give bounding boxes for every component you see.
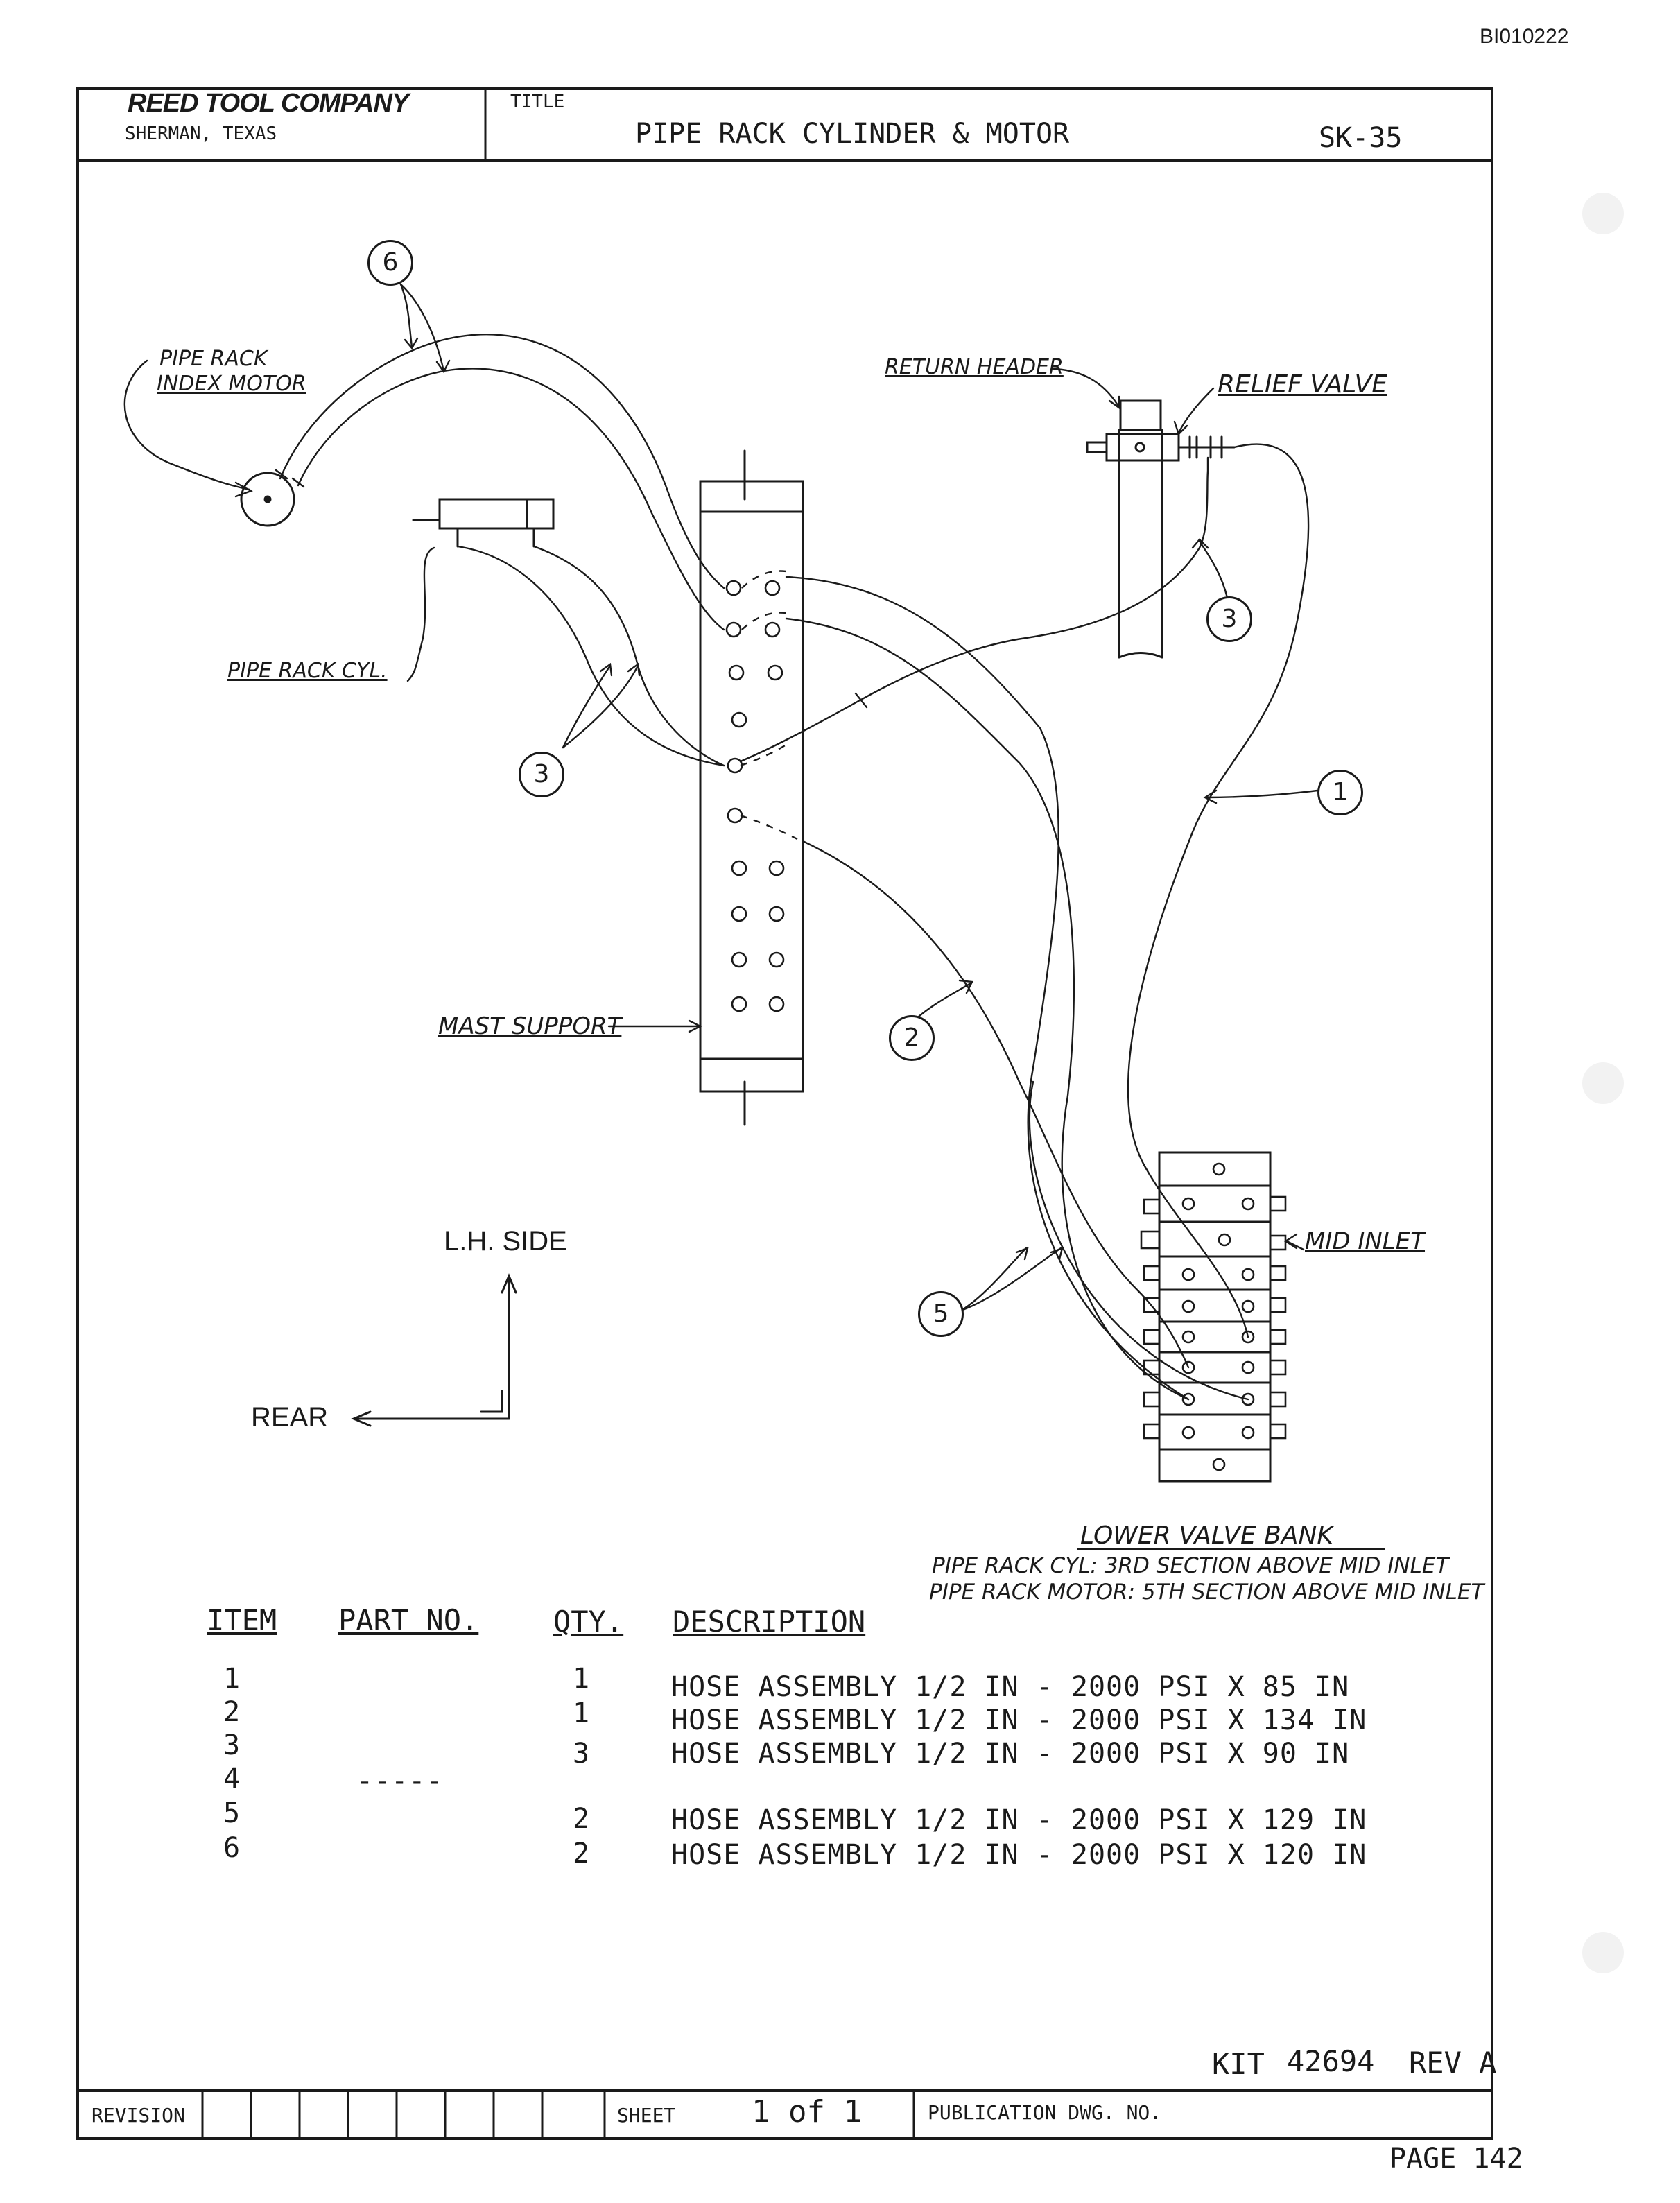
company-location: SHERMAN, TEXAS xyxy=(125,123,277,144)
title-label: TITLE xyxy=(510,92,565,112)
table-row-2-item: 2 xyxy=(223,1696,241,1728)
table-row-6-item: 6 xyxy=(223,1832,241,1864)
cylinder-leader xyxy=(406,546,435,682)
valve-bank-title: LOWER VALVE BANK xyxy=(1080,1521,1334,1550)
kit-number: 42694 xyxy=(1287,2044,1375,2078)
index-motor-leader xyxy=(123,359,253,498)
hose-item-3 xyxy=(456,456,1209,767)
sheet-label: SHEET xyxy=(617,2104,676,2127)
hose-item-5 xyxy=(785,576,1249,1401)
table-row-2-description: HOSE ASSEMBLY 1/2 IN - 2000 PSI X 134 IN xyxy=(671,1704,1367,1736)
table-row-2-qty: 1 xyxy=(573,1697,591,1729)
table-row-6-description: HOSE ASSEMBLY 1/2 IN - 2000 PSI X 120 IN xyxy=(671,1839,1367,1871)
balloon-item-3-left: 3 xyxy=(519,752,564,797)
label-pipe-rack-index-motor-2: INDEX MOTOR xyxy=(157,372,306,396)
table-row-3-description: HOSE ASSEMBLY 1/2 IN - 2000 PSI X 90 IN xyxy=(671,1738,1350,1770)
table-header-part-no: PART NO. xyxy=(338,1603,479,1637)
hose-item-1 xyxy=(1127,443,1310,1338)
table-row-5-description: HOSE ASSEMBLY 1/2 IN - 2000 PSI X 129 IN xyxy=(671,1804,1367,1836)
document-id: BI010222 xyxy=(1480,25,1569,48)
table-row-1-qty: 1 xyxy=(573,1663,591,1695)
drawing-title: PIPE RACK CYLINDER & MOTOR xyxy=(635,118,1070,150)
table-row-6-qty: 2 xyxy=(573,1838,591,1869)
return-header xyxy=(1118,399,1163,659)
label-mast-support: MAST SUPPORT xyxy=(438,1012,622,1040)
table-row-4-part-no: ----- xyxy=(356,1765,444,1797)
page-number: PAGE 142 xyxy=(1389,2143,1523,2175)
publication-dwg-label: PUBLICATION DWG. NO. xyxy=(928,2101,1162,2124)
hose-item-6 xyxy=(275,334,725,631)
sheet-value: 1 of 1 xyxy=(752,2094,862,2129)
label-pipe-rack-index-motor-1: PIPE RACK xyxy=(159,347,268,371)
punch-hole-top xyxy=(1582,193,1624,234)
kit-label: KIT xyxy=(1212,2047,1265,2081)
table-row-3-item: 3 xyxy=(223,1729,241,1761)
label-rear: REAR xyxy=(251,1402,329,1433)
table-header-description: DESCRIPTION xyxy=(673,1605,866,1639)
punch-hole-bottom xyxy=(1582,1932,1624,1973)
label-return-header: RETURN HEADER xyxy=(885,355,1064,379)
mast-holes xyxy=(725,580,785,1012)
relief-valve xyxy=(1086,433,1236,462)
valve-bank-ports xyxy=(1140,1162,1287,1471)
label-lh-side: L.H. SIDE xyxy=(444,1226,567,1256)
hose-item-2 xyxy=(803,840,1190,1369)
label-mid-inlet: MID INLET xyxy=(1305,1227,1426,1255)
balloon-item-3-right: 3 xyxy=(1206,596,1252,642)
mast-dashed-lines xyxy=(740,570,798,840)
label-relief-valve: RELIEF VALVE xyxy=(1218,370,1387,399)
balloon-item-2: 2 xyxy=(889,1015,935,1061)
balloon-item-6: 6 xyxy=(367,240,413,286)
drawing-frame xyxy=(76,87,1493,2140)
table-row-1-description: HOSE ASSEMBLY 1/2 IN - 2000 PSI X 85 IN xyxy=(671,1671,1350,1703)
table-row-5-item: 5 xyxy=(223,1797,241,1829)
balloon-item-5: 5 xyxy=(918,1291,964,1337)
table-row-1-item: 1 xyxy=(223,1663,241,1695)
table-row-3-qty: 3 xyxy=(573,1738,591,1770)
balloon-item-1: 1 xyxy=(1317,770,1363,815)
orientation-arrows xyxy=(351,1273,517,1427)
kit-revision: REV A xyxy=(1409,2046,1497,2080)
table-row-4-item: 4 xyxy=(223,1763,241,1795)
table-header-qty: QTY. xyxy=(553,1605,624,1639)
pipe-rack-cylinder xyxy=(412,498,555,548)
drawing-number: SK-35 xyxy=(1319,122,1403,154)
mast-support xyxy=(699,449,804,1126)
valve-bank-note-line-1: PIPE RACK CYL: 3RD SECTION ABOVE MID INL… xyxy=(932,1553,1449,1578)
balloon-leaders xyxy=(399,283,1319,1312)
revision-label: REVISION xyxy=(92,2104,185,2127)
company-name: REED TOOL COMPANY xyxy=(128,89,409,118)
table-row-5-qty: 2 xyxy=(573,1803,591,1835)
valve-bank-note-line-2: PIPE RACK MOTOR: 5TH SECTION ABOVE MID I… xyxy=(929,1580,1484,1605)
index-motor xyxy=(240,472,295,527)
revision-cells xyxy=(201,2091,915,2139)
table-header-item: ITEM xyxy=(207,1603,277,1637)
punch-hole-middle xyxy=(1582,1062,1624,1104)
label-pipe-rack-cyl: PIPE RACK CYL. xyxy=(227,659,388,683)
